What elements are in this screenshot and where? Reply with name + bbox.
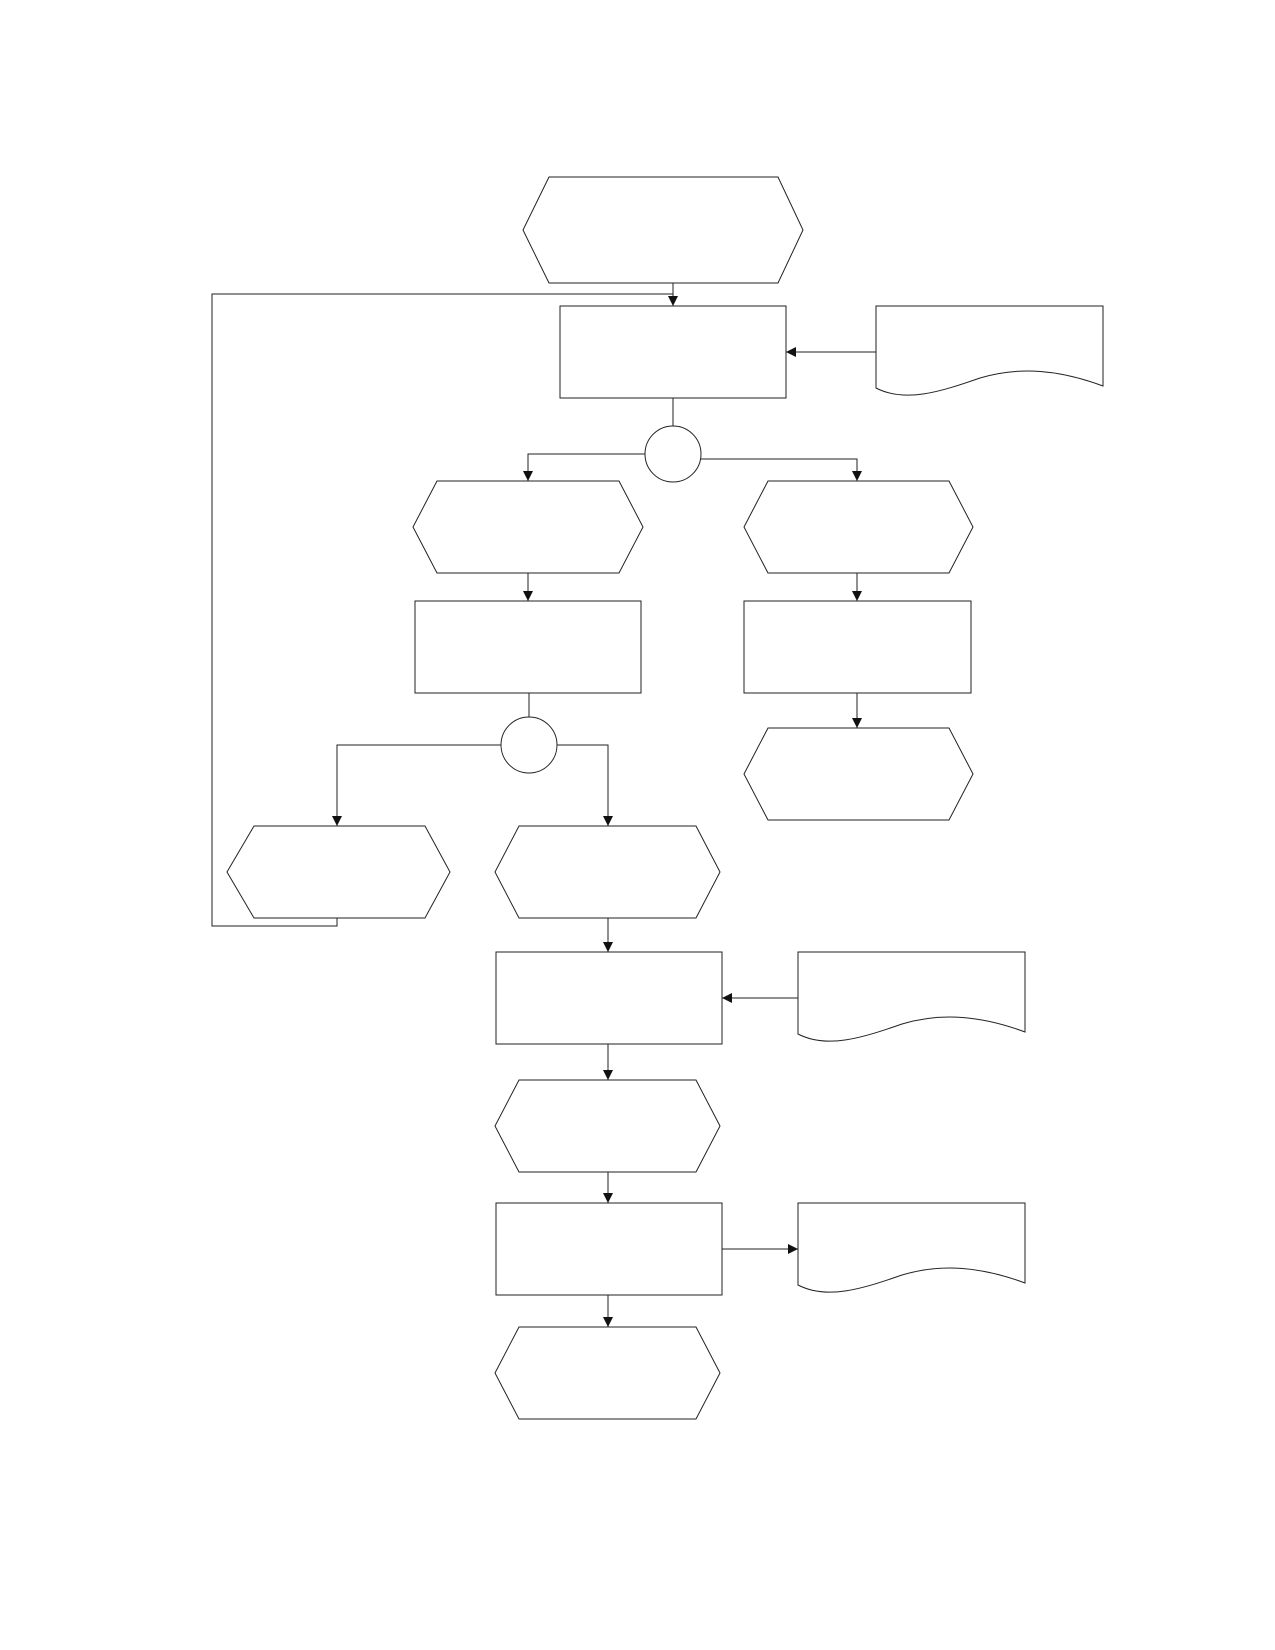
event-right-branch[interactable] [743, 480, 974, 574]
arrow-connector-to-loop-event [332, 744, 501, 826]
document-output-bottom[interactable] [797, 1202, 1026, 1293]
document-input-top[interactable] [875, 305, 1104, 396]
event-continue[interactable] [494, 825, 721, 919]
event-left-branch[interactable] [412, 480, 644, 574]
connector-split-left[interactable] [500, 716, 558, 774]
event-final[interactable] [494, 1326, 721, 1420]
event-start[interactable] [522, 176, 804, 284]
event-right-end[interactable] [743, 727, 974, 821]
function-right[interactable] [743, 600, 972, 694]
document-input-middle[interactable] [797, 951, 1026, 1042]
arrow-connector-to-left-event [523, 453, 645, 481]
function-output[interactable] [495, 1202, 723, 1296]
connector-split-top[interactable] [644, 425, 702, 483]
arrow-connector-to-continue-event [557, 744, 613, 826]
function-left[interactable] [414, 600, 642, 694]
event-intermediate[interactable] [494, 1079, 721, 1173]
event-loop-back[interactable] [226, 825, 451, 919]
arrow-connector-to-right-event [700, 458, 862, 481]
function-first[interactable] [559, 305, 787, 399]
loop-back-line [211, 293, 673, 927]
function-middle[interactable] [495, 951, 723, 1045]
